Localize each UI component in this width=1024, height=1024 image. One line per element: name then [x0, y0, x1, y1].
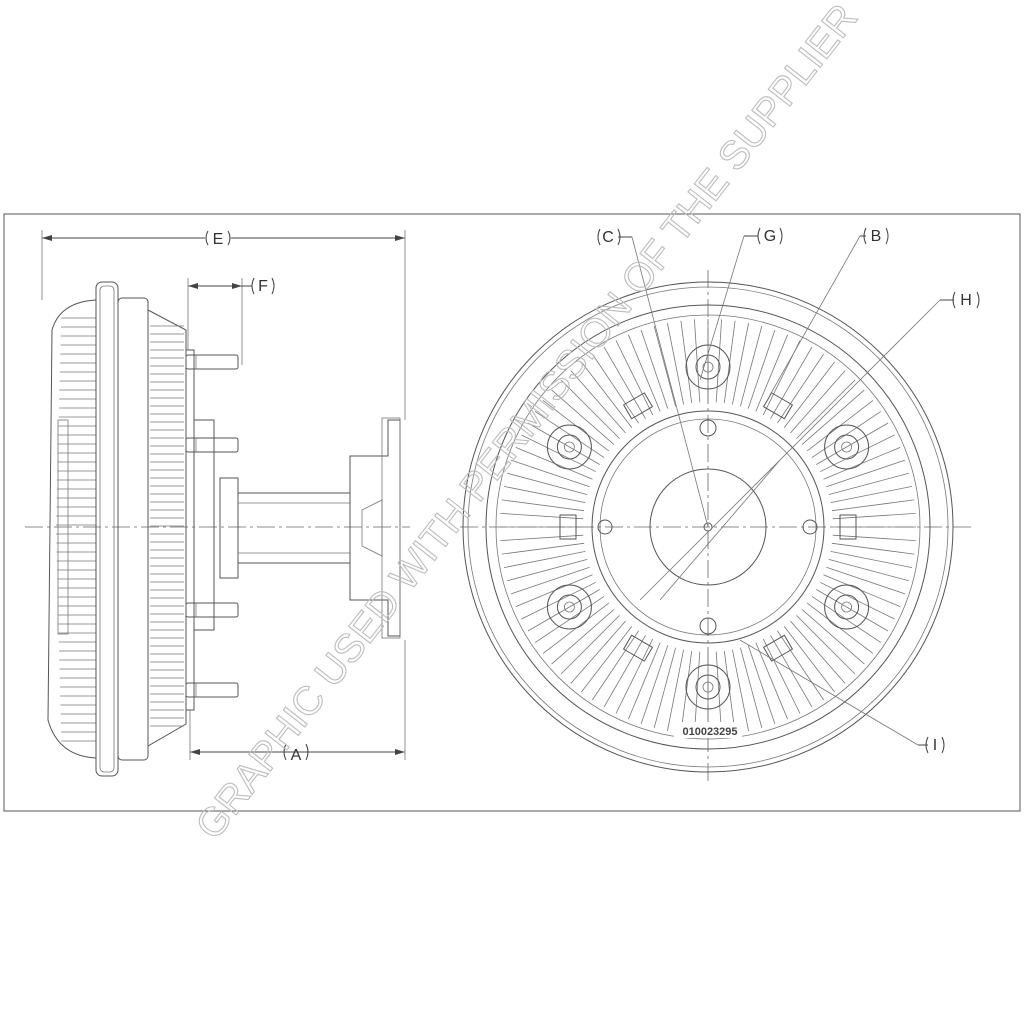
- bolt-bosses: [546, 344, 870, 710]
- drive-shaft: [219, 477, 239, 579]
- label-h: H: [960, 292, 972, 309]
- front-rim: [95, 281, 119, 777]
- label-e: E: [213, 231, 224, 248]
- watermark: GRAPHIC USED WITH PERMISSION OF THE SUPP…: [187, 0, 866, 848]
- label-i: I: [933, 737, 937, 754]
- side-view: E F A: [25, 228, 410, 777]
- label-c: C: [602, 229, 614, 246]
- label-f: F: [258, 278, 268, 295]
- side-studs: [185, 354, 239, 698]
- front-view: C G B H I 010023295: [460, 227, 980, 782]
- hub-bore: [649, 468, 767, 586]
- outer-rim: [462, 281, 954, 773]
- label-b: B: [871, 228, 882, 245]
- drawing-frame: [3, 213, 1021, 812]
- label-a: A: [291, 747, 302, 764]
- part-number: 010023295: [682, 726, 737, 738]
- rear-rim: [117, 297, 149, 761]
- hub-outer: [591, 410, 825, 644]
- label-g: G: [764, 228, 776, 245]
- side-fin-pack: [47, 299, 97, 759]
